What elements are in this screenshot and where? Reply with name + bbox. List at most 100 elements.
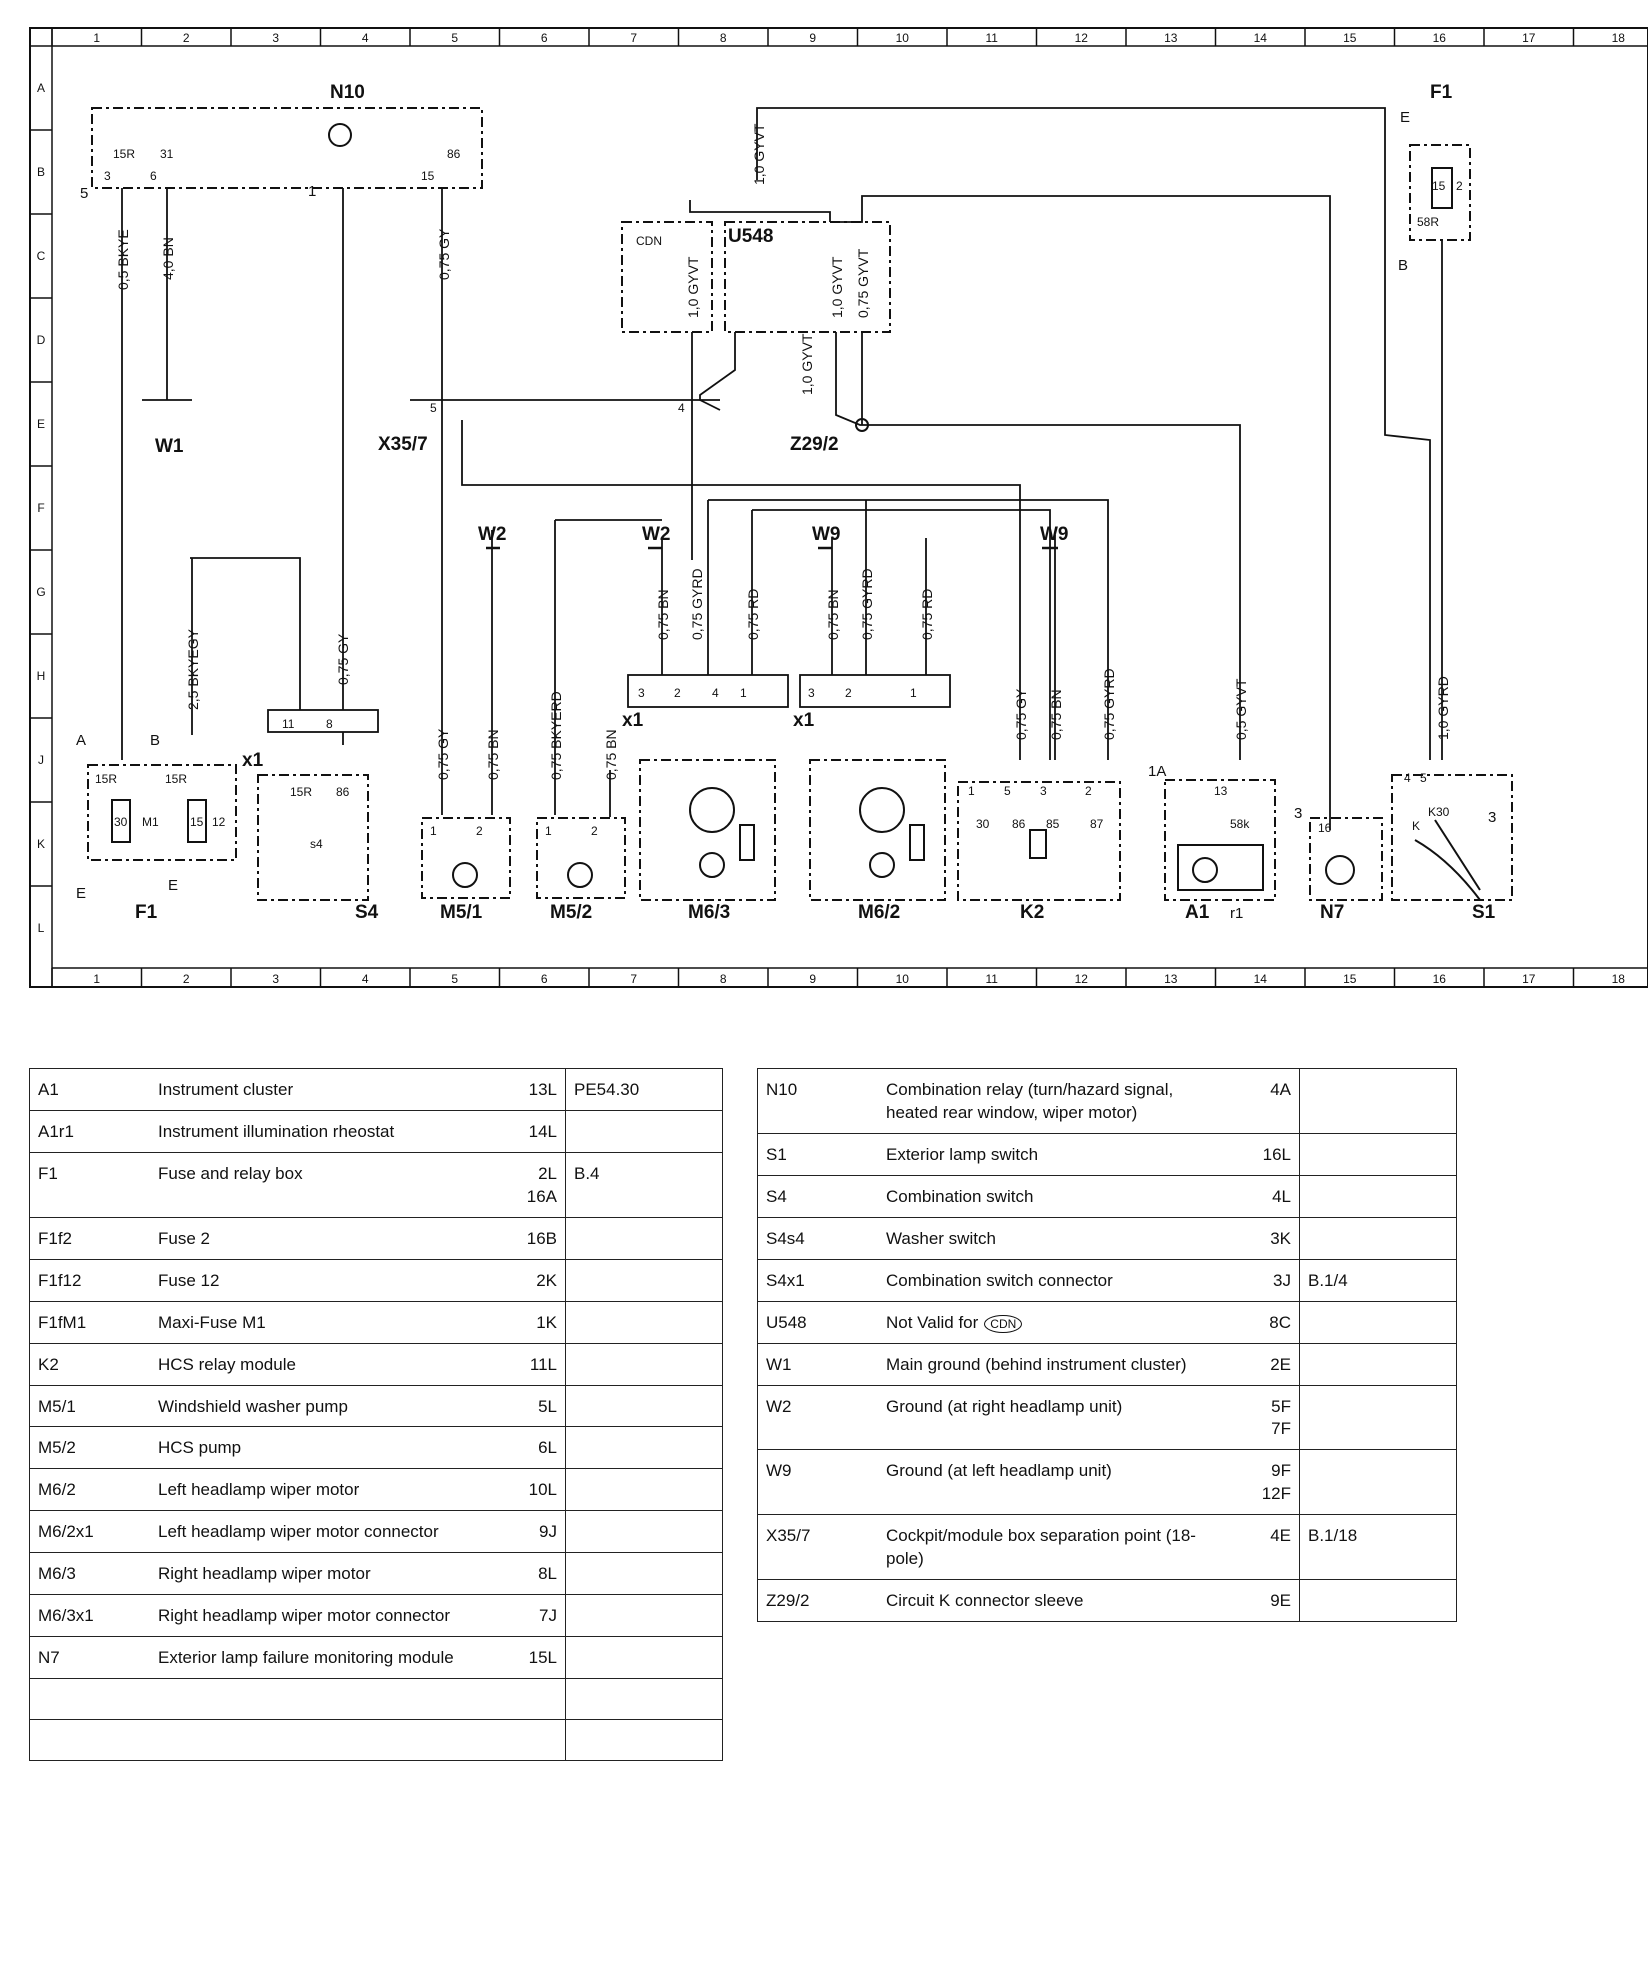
u548-label: U548 bbox=[728, 226, 773, 247]
wire-label: 0,75 GYRD bbox=[1101, 668, 1117, 740]
row-label: K bbox=[37, 837, 45, 851]
pin-label: 86 bbox=[447, 147, 461, 161]
legend-description-text: HCS pump bbox=[158, 1438, 242, 1458]
column-label: 5 bbox=[451, 31, 458, 45]
legend-description-text: Combination relay (turn/hazard signal, h… bbox=[886, 1080, 1174, 1122]
legend-reference bbox=[565, 1426, 723, 1470]
a1-lamp-icon bbox=[1192, 857, 1218, 883]
legend-location: 11L bbox=[497, 1342, 566, 1386]
m5-2-label: M5/2 bbox=[550, 902, 592, 923]
legend-description-text: Not Valid for bbox=[886, 1312, 979, 1332]
pin-label: 86 bbox=[1012, 817, 1026, 831]
legend-location-value: 16A bbox=[526, 1186, 557, 1206]
legend-description: Right headlamp wiper motor connector bbox=[150, 1594, 497, 1638]
legend-reference bbox=[1299, 1174, 1457, 1218]
wire-label: 0,75 GY bbox=[436, 228, 452, 280]
m6-3-label: M6/3 bbox=[688, 902, 730, 923]
wire-label: 1,0 GYVT bbox=[799, 333, 815, 395]
w2-label-b: W2 bbox=[642, 524, 671, 545]
legend-description-text: Fuse and relay box bbox=[158, 1163, 303, 1183]
legend-description bbox=[150, 1719, 497, 1762]
wire-label: 0,75 BN bbox=[603, 729, 619, 780]
legend-location-value: 9E bbox=[1270, 1591, 1291, 1611]
legend-description-text: Cockpit/module box separation point (18-… bbox=[886, 1526, 1196, 1569]
legend-description: Not Valid for CDN bbox=[878, 1300, 1231, 1344]
wire-label: 1,0 GYVT bbox=[685, 256, 701, 318]
pin-label: 8 bbox=[326, 717, 333, 731]
m52-box bbox=[536, 817, 626, 899]
column-label: 12 bbox=[1075, 972, 1089, 986]
legend-code: N7 bbox=[29, 1636, 150, 1680]
legend-reference bbox=[1299, 1132, 1457, 1176]
column-label: 1 bbox=[93, 972, 100, 986]
legend-code: M5/1 bbox=[29, 1384, 150, 1428]
m63-motor-icon bbox=[699, 852, 725, 878]
legend-reference bbox=[565, 1300, 723, 1344]
pin-label: E bbox=[76, 885, 86, 902]
legend-location-value: 5L bbox=[538, 1396, 557, 1416]
wire-label: 0,75 GYVT bbox=[855, 248, 871, 318]
f1-bottom-box bbox=[87, 764, 237, 861]
column-label: 14 bbox=[1254, 31, 1268, 45]
w2-label-a: W2 bbox=[478, 524, 507, 545]
s1-box bbox=[1391, 774, 1513, 901]
cdn-box bbox=[621, 221, 713, 333]
x1-label-m63: x1 bbox=[622, 710, 644, 731]
legend-description: Fuse 2 bbox=[150, 1216, 497, 1260]
column-label: 5 bbox=[451, 972, 458, 986]
legend-reference bbox=[565, 1678, 723, 1721]
legend-location-value: 6L bbox=[538, 1438, 557, 1458]
pin-label: 3 bbox=[1488, 809, 1496, 826]
pin-label: 1 bbox=[740, 686, 747, 700]
legend-location-value: 16L bbox=[1262, 1144, 1291, 1164]
legend-description: Ground (at right headlamp unit) bbox=[878, 1384, 1231, 1451]
legend-location-value: 4E bbox=[1270, 1526, 1291, 1546]
legend-code: U548 bbox=[757, 1300, 878, 1344]
pin-label: 15 bbox=[421, 169, 435, 183]
column-label: 4 bbox=[362, 972, 369, 986]
m62-resistor-icon bbox=[909, 824, 925, 861]
pin-label: 4 bbox=[712, 686, 719, 700]
pin-label: 2 bbox=[591, 824, 598, 838]
legend-location-value: 7F bbox=[1271, 1419, 1291, 1439]
legend-description: Circuit K connector sleeve bbox=[878, 1579, 1231, 1623]
column-label: 14 bbox=[1254, 972, 1268, 986]
m63-connector bbox=[627, 674, 789, 708]
legend-code: M5/2 bbox=[29, 1426, 150, 1470]
legend-reference: B.4 bbox=[565, 1151, 723, 1218]
column-label: 13 bbox=[1164, 31, 1178, 45]
s4-connector bbox=[267, 709, 379, 733]
legend-description-text: Washer switch bbox=[886, 1228, 996, 1248]
column-label: 9 bbox=[809, 972, 816, 986]
legend-location-value: 4L bbox=[1272, 1186, 1291, 1206]
z29-2-label: Z29/2 bbox=[790, 434, 839, 455]
pin-label: M1 bbox=[142, 815, 159, 829]
pin-label: 30 bbox=[976, 817, 990, 831]
m63-wiper-icon bbox=[689, 787, 735, 833]
legend-code: W9 bbox=[757, 1449, 878, 1516]
legend-location-value: 3K bbox=[1270, 1228, 1291, 1248]
pin-label: 1 bbox=[968, 784, 975, 798]
wire-label: 0,75 BN bbox=[485, 729, 501, 780]
f1-fuse-icon bbox=[1431, 167, 1453, 209]
cdn-badge: CDN bbox=[984, 1314, 1023, 1333]
pin-label: 2 bbox=[476, 824, 483, 838]
legend-description-text: Right headlamp wiper motor bbox=[158, 1564, 371, 1584]
legend-code: M6/3x1 bbox=[29, 1594, 150, 1638]
k2-box bbox=[957, 781, 1121, 901]
column-label: 3 bbox=[272, 972, 279, 986]
pin-label: 5 bbox=[1004, 784, 1011, 798]
wire-label: 1,0 GYVT bbox=[751, 123, 767, 185]
n10-transistor-icon bbox=[328, 123, 352, 147]
column-label: 13 bbox=[1164, 972, 1178, 986]
s4-box bbox=[257, 774, 369, 901]
legend-description-text: Maxi-Fuse M1 bbox=[158, 1312, 266, 1332]
legend-description: Left headlamp wiper motor bbox=[150, 1468, 497, 1512]
